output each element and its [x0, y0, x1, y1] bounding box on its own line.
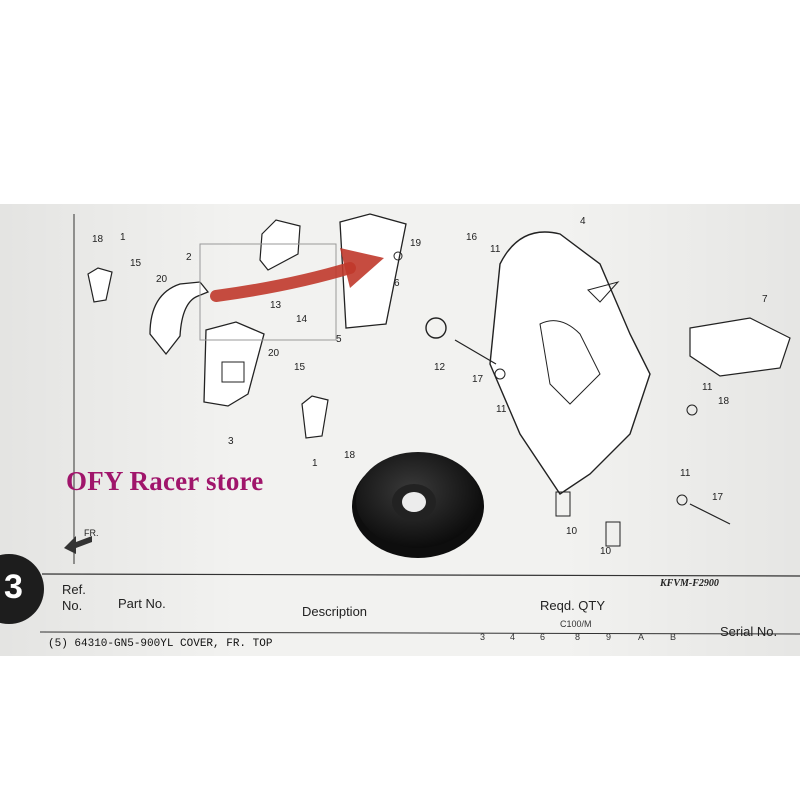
qty-column-label: B — [670, 632, 677, 642]
highlight-arrow — [210, 262, 356, 302]
callout-number: 2 — [186, 252, 192, 263]
rubber-grommet-photo — [352, 452, 484, 558]
callout-number: 18 — [92, 234, 104, 245]
callout-number: 12 — [434, 362, 446, 373]
callout-number: 1 — [120, 232, 126, 243]
callout-number: 17 — [712, 492, 724, 503]
callout-number: 18 — [718, 396, 730, 407]
ref-label-1: Ref. — [62, 582, 86, 597]
highlight-arrow-head — [340, 248, 384, 288]
callout-number: 11 — [496, 404, 507, 415]
callout-number: 18 — [344, 450, 356, 461]
callout-number: 20 — [268, 348, 280, 359]
table-row: (5) 64310-GN5-900YL COVER, FR. TOP — [48, 638, 273, 650]
front-direction-arrow-icon: FR. — [64, 528, 99, 554]
callout-number: 6 — [394, 278, 400, 289]
qty-column-label: 4 — [510, 632, 516, 642]
qty-column-label: A — [638, 632, 645, 642]
callout-number: 11 — [702, 382, 713, 393]
qty-column-label: 8 — [575, 632, 581, 642]
callout-number: 20 — [156, 274, 168, 285]
callout-number: 17 — [472, 374, 484, 385]
callout-number: 19 — [410, 238, 422, 249]
qty-column-label: 6 — [540, 632, 546, 642]
callout-number: 15 — [294, 362, 306, 373]
qty-column-label: 9 — [606, 632, 612, 642]
callout-number: 10 — [566, 526, 578, 537]
store-watermark: OFY Racer store — [66, 466, 264, 496]
part-no-header: Part No. — [118, 596, 166, 611]
exploded-parts-diagram: 18 1 15 20 2 13 14 5 19 6 16 11 4 7 12 17 11 11 18 20 15 3 18 1… — [39, 213, 800, 635]
drawing-code: KFVM-F2900 — [660, 578, 719, 589]
model-header: C100/M — [560, 619, 592, 629]
callout-number: 14 — [296, 314, 308, 325]
description-header: Description — [302, 604, 368, 619]
ref-label-2: No. — [62, 598, 83, 613]
qty-column-label: 3 — [480, 632, 486, 642]
callout-number: 15 — [130, 258, 142, 269]
front-direction-label: FR. — [84, 528, 99, 538]
callout-number: 4 — [580, 216, 586, 227]
callout-number: 11 — [490, 244, 501, 255]
callout-number: 13 — [270, 300, 282, 311]
serial-header: Serial No. — [720, 624, 778, 639]
callout-number: 10 — [600, 546, 612, 557]
callout-number: 16 — [466, 232, 478, 243]
callout-number: 11 — [680, 468, 691, 479]
callout-number: 5 — [336, 334, 342, 345]
callout-number: 3 — [228, 436, 234, 447]
callout-number: 7 — [762, 294, 768, 305]
callout-number: 1 — [312, 458, 318, 469]
reqd-qty-header: Reqd. QTY — [540, 598, 606, 613]
